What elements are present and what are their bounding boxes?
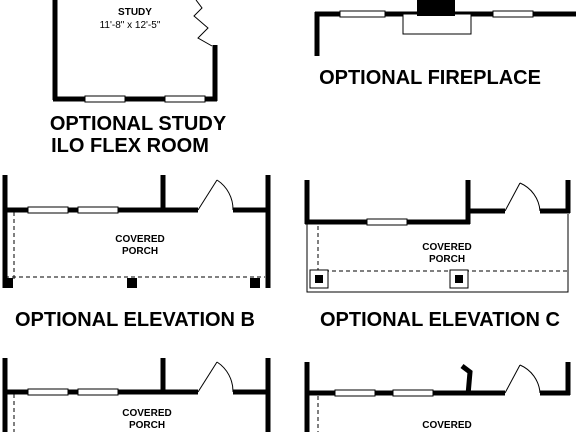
- study-room-label: STUDY: [118, 7, 152, 18]
- bottom-left-room-label-line2: PORCH: [129, 420, 165, 431]
- study-caption-line2: ILO FLEX ROOM: [51, 135, 209, 157]
- bottom-left-window-left: [27, 388, 69, 396]
- bottom-left-room-label-line1: COVERED: [122, 408, 171, 419]
- elev-b-column-right: [250, 278, 260, 288]
- fireplace-firebox: [417, 0, 455, 16]
- study-window-left: [84, 95, 126, 103]
- elev-c-room-label-line1: COVERED: [422, 242, 471, 253]
- fireplace-window-right: [492, 10, 534, 18]
- elev-b-column-left: [3, 278, 13, 288]
- elevation-b-plan: COVERED PORCH OPTIONAL ELEVATION B: [2, 175, 271, 331]
- bottom-left-entry-door: [197, 361, 234, 393]
- bottom-right-entry-door: [504, 364, 541, 394]
- elev-b-window-left: [27, 206, 69, 214]
- study-plan: STUDY 11'-8" x 12'-5" OPTIONAL STUDY ILO…: [50, 0, 227, 157]
- bottom-left-plan: COVERED PORCH: [2, 358, 271, 432]
- elev-c-entry-door: [504, 182, 541, 212]
- elev-b-column-center: [127, 278, 137, 288]
- elev-b-caption: OPTIONAL ELEVATION B: [15, 309, 255, 331]
- study-caption-line1: OPTIONAL STUDY: [50, 113, 227, 135]
- study-window-right: [164, 95, 206, 103]
- elev-c-room-label-line2: PORCH: [429, 254, 465, 265]
- elev-b-window-right: [77, 206, 119, 214]
- elevation-c-plan: COVERED PORCH OPTIONAL ELEVATION C: [304, 180, 571, 331]
- study-dimensions: 11'-8" x 12'-5": [100, 20, 161, 31]
- elev-c-window: [366, 218, 408, 226]
- elev-b-entry-door: [197, 179, 234, 211]
- bottom-right-window-left: [334, 389, 376, 397]
- bottom-left-window-right: [77, 388, 119, 396]
- study-french-door: [193, 0, 213, 47]
- bottom-right-room-label-line1: COVERED: [422, 420, 471, 431]
- fireplace-caption: OPTIONAL FIREPLACE: [319, 67, 541, 89]
- elev-b-room-label-line1: COVERED: [115, 234, 164, 245]
- bottom-right-plan: COVERED: [304, 362, 571, 432]
- fireplace-hearth: [402, 13, 472, 35]
- fireplace-plan: OPTIONAL FIREPLACE: [314, 0, 576, 89]
- elev-c-caption: OPTIONAL ELEVATION C: [320, 309, 560, 331]
- elev-b-room-label-line2: PORCH: [122, 246, 158, 257]
- fireplace-window-left: [339, 10, 386, 18]
- bottom-right-window-right: [392, 389, 434, 397]
